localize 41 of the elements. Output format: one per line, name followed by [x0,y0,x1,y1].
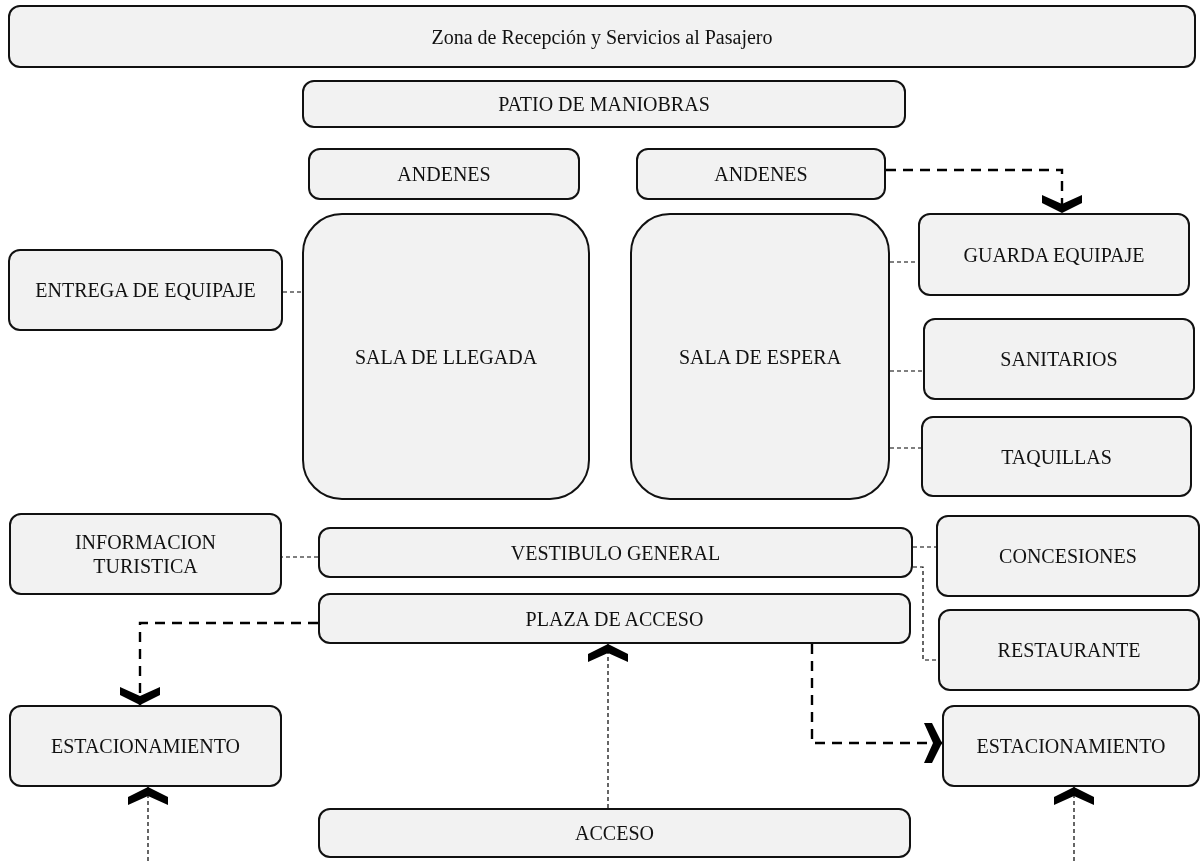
box-label: SALA DE LLEGADA [354,344,538,369]
box-label: ACCESO [575,821,654,845]
connector-line [889,370,924,372]
box-label: SANITARIOS [1000,347,1118,371]
box-label: CONCESIONES [999,544,1137,568]
process-box [936,515,1200,597]
box-label: TAQUILLAS [1001,444,1112,469]
box-label: ANDENES [397,162,491,186]
box-label: PATIO DE MANIOBRAS [498,92,710,116]
process-box [318,527,913,578]
process-box [923,318,1195,400]
connector-line [889,447,922,449]
box-label: ESTACIONAMIENTO [50,734,241,758]
box-label: ENTREGA DE EQUIPAJE [35,278,256,302]
box-label: VESTIBULO GENERAL [510,540,721,565]
process-box [318,593,911,644]
room-box [630,213,890,500]
process-box [302,80,906,128]
process-box [9,513,282,595]
box-label: INFORMACION TURISTICA [73,530,218,578]
box-label: ANDENES [714,162,808,186]
connector-line [912,546,937,548]
box-label: SALA DE ESPERA [678,344,842,369]
process-box [308,148,580,200]
process-box [8,249,283,331]
process-box [636,148,886,200]
box-label: RESTAURANTE [997,638,1141,662]
room-box [302,213,590,500]
process-box [9,705,282,787]
process-box [942,705,1200,787]
box-label: ESTACIONAMIENTO [976,734,1166,758]
box-label: PLAZA DE ACCESO [525,606,704,631]
box-label: GUARDA EQUIPAJE [963,242,1145,267]
box-label: Zona de Recepción y Servicios al Pasajero [431,24,773,49]
process-box [8,5,1196,68]
process-box [938,609,1200,691]
process-box [918,213,1190,296]
connector-line [912,566,939,661]
process-box [921,416,1192,497]
connector-line [282,291,303,293]
process-box [318,808,911,858]
